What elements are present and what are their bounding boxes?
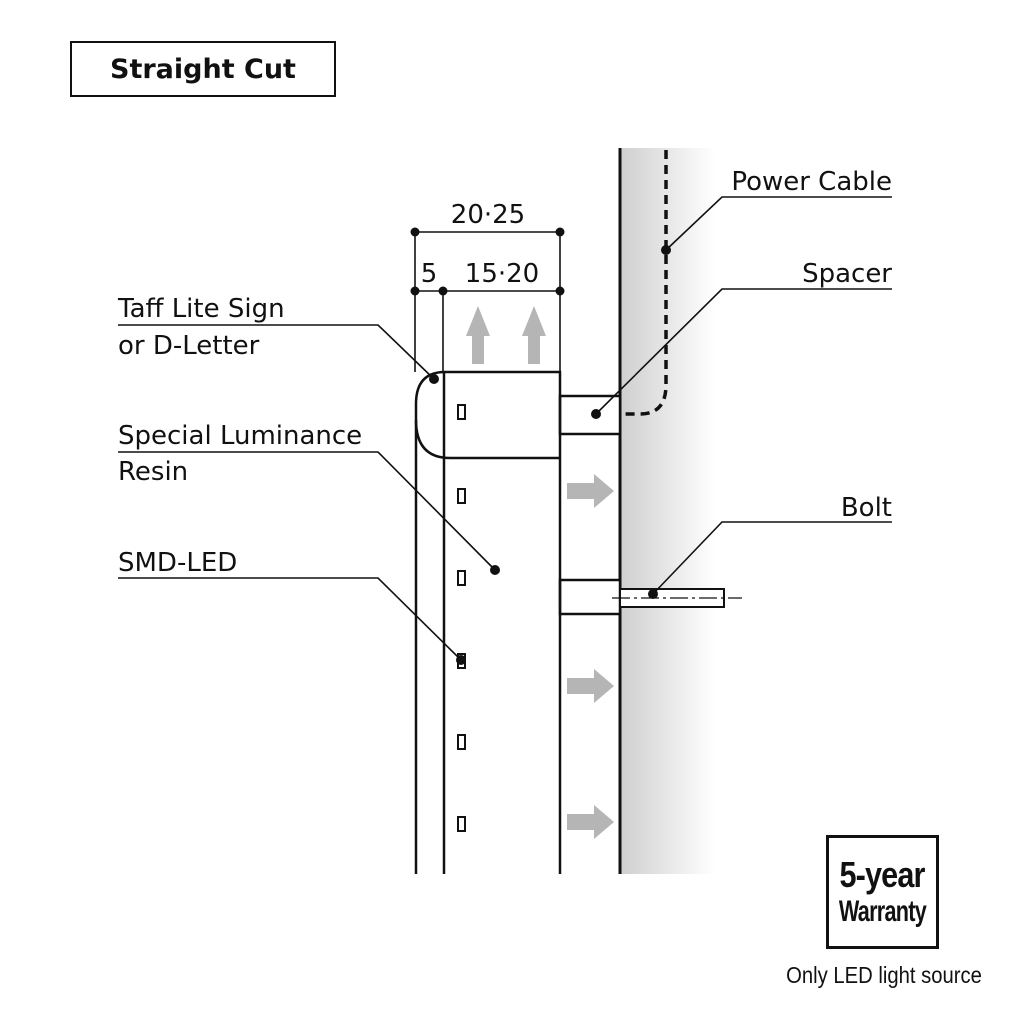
label-sign-line2: or D-Letter: [118, 331, 260, 361]
warranty-badge: 5-year Warranty: [826, 835, 939, 949]
label-sign-line1: Taff Lite Sign: [117, 294, 285, 324]
arrow-right-1: [567, 474, 614, 508]
label-power-cable: Power Cable: [731, 167, 892, 197]
led-chips: [457, 404, 466, 832]
light-arrows: [466, 306, 614, 839]
dimension-dots: [410, 227, 565, 296]
warranty-label: Warranty: [838, 895, 927, 928]
spacer-top: [558, 394, 622, 436]
bolt-shape: [612, 588, 742, 608]
power-cable: [620, 150, 668, 416]
label-resin-line1: Special Luminance: [118, 421, 362, 451]
arrow-up-left: [466, 306, 490, 364]
diagram-title: Straight Cut: [110, 53, 296, 85]
leader-dots: [429, 245, 671, 665]
label-resin-line2: Resin: [118, 457, 188, 487]
wall-shading: [620, 148, 715, 874]
arrow-up-right: [522, 306, 546, 364]
dimension-overall: 20·25: [451, 200, 525, 230]
arrow-right-3: [567, 805, 614, 839]
warranty-years: 5-year: [839, 854, 926, 895]
title-box: Straight Cut: [70, 41, 336, 97]
dimension-edge: 5: [421, 259, 438, 289]
warranty-note: Only LED light source: [786, 962, 982, 988]
spacer-bottom: [558, 578, 622, 616]
leader-lines: [118, 196, 892, 661]
sign-body: [414, 370, 562, 874]
label-bolt: Bolt: [841, 493, 892, 523]
label-smd-led: SMD-LED: [118, 548, 237, 578]
arrow-right-2: [567, 669, 614, 703]
dimension-body: 15·20: [465, 259, 539, 289]
label-spacer: Spacer: [802, 259, 892, 289]
